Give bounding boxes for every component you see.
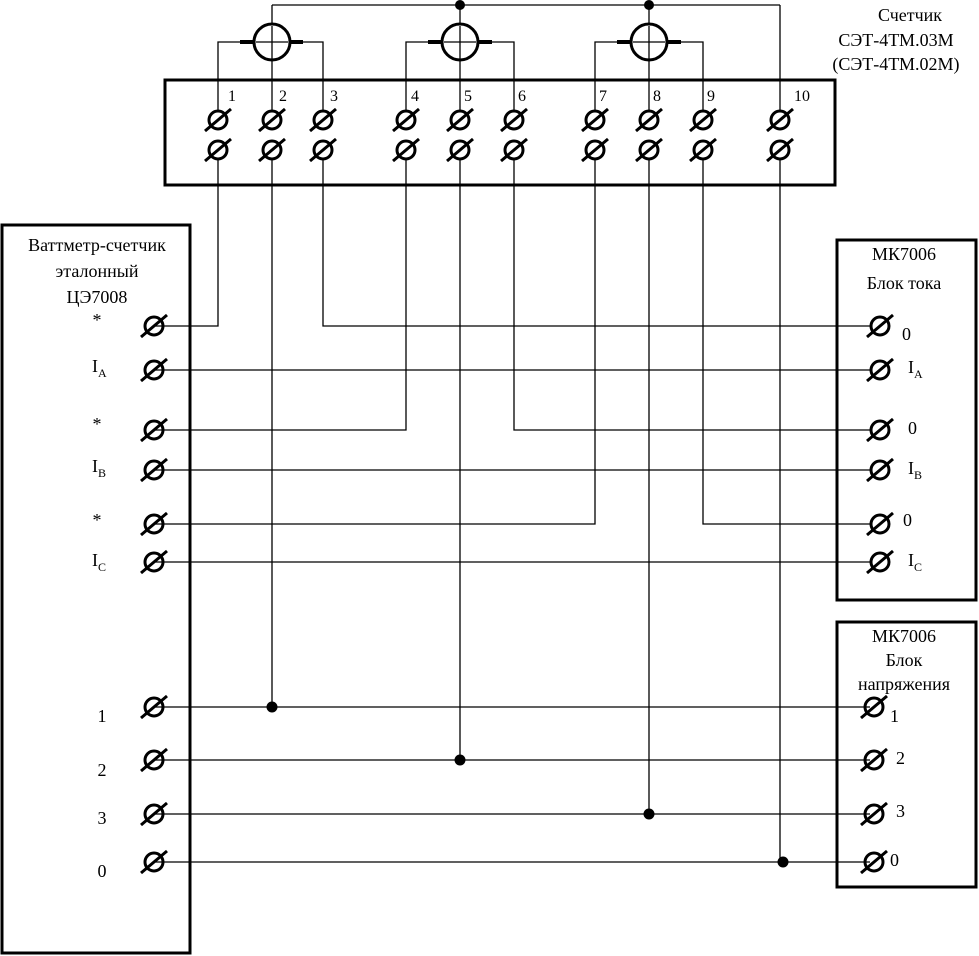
reference-screw-terminals — [139, 313, 169, 875]
voltage-block-title-line1: МК7006 — [872, 626, 936, 646]
voltage-block-box — [835, 620, 978, 889]
meter-model: СЭТ-4ТМ.03М — [838, 30, 953, 50]
meter-screw-terminals — [203, 107, 795, 163]
current-block-label-0b: 0 — [908, 418, 917, 438]
voltage-block-label-0: 0 — [890, 850, 899, 870]
voltage-block-label-2: 2 — [896, 748, 905, 768]
reference-label-ib: IB — [92, 456, 106, 480]
voltage-block-screw-terminals — [859, 694, 889, 875]
wiring — [154, 159, 870, 868]
voltage-block-title-line3: напряжения — [858, 674, 950, 694]
meter-terminal-number-6: 6 — [518, 88, 526, 105]
meter-coils — [217, 0, 781, 112]
reference-voltage-label-2: 2 — [98, 760, 107, 780]
reference-label-a-star: * — [93, 310, 102, 330]
reference-voltage-label-0: 0 — [98, 861, 107, 881]
meter-terminal-number-4: 4 — [411, 88, 419, 105]
current-block-label-ia: IA — [908, 357, 923, 381]
voltage-block-title-line2: Блок — [886, 650, 923, 670]
reference-title-line3: ЦЭ7008 — [67, 287, 128, 307]
meter-title: Счетчик — [878, 5, 942, 25]
meter-model-alt: (СЭТ-4ТМ.02М) — [832, 54, 959, 75]
meter-terminal-number-3: 3 — [330, 88, 338, 105]
reference-label-ic: IC — [92, 550, 106, 574]
reference-meter-box — [0, 223, 192, 955]
meter-terminal-number-10: 10 — [794, 88, 810, 105]
current-block-title-line1: МК7006 — [872, 244, 936, 264]
meter-terminal-number-9: 9 — [707, 88, 715, 105]
voltage-block-label-3: 3 — [896, 801, 905, 821]
current-block-label-0a: 0 — [902, 324, 911, 344]
current-block-screw-terminals — [865, 313, 895, 575]
current-block-label-0c: 0 — [903, 510, 912, 530]
reference-title-line2: эталонный — [56, 261, 139, 281]
meter-terminal-number-8: 8 — [653, 88, 661, 105]
reference-voltage-label-1: 1 — [98, 706, 107, 726]
reference-label-b-star: * — [93, 414, 102, 434]
current-block-title-line2: Блок тока — [867, 273, 941, 293]
voltage-block-label-1: 1 — [890, 706, 899, 726]
current-block-label-ic: IC — [908, 550, 922, 574]
reference-label-ia: IA — [92, 356, 107, 380]
meter-terminal-number-2: 2 — [279, 88, 287, 105]
meter-terminal-number-7: 7 — [599, 88, 607, 105]
meter-terminal-number-1: 1 — [228, 88, 236, 105]
current-block-box — [835, 238, 978, 602]
meter-terminal-block — [163, 78, 837, 187]
meter-terminal-number-5: 5 — [464, 88, 472, 105]
reference-title-line1: Ваттметр-счетчик — [28, 235, 166, 255]
reference-voltage-label-3: 3 — [98, 808, 107, 828]
reference-label-c-star: * — [93, 510, 102, 530]
current-block-label-ib: IB — [908, 458, 922, 482]
